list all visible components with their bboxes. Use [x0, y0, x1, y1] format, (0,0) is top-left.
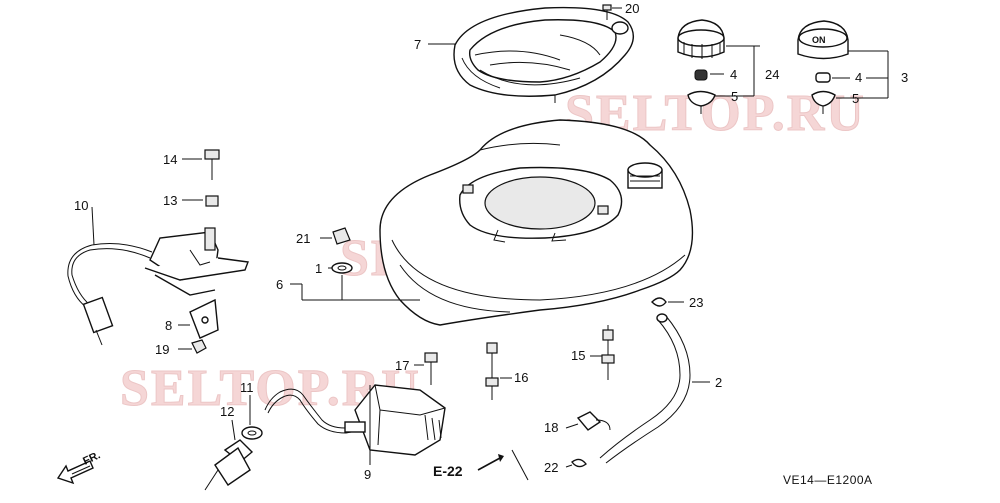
callout-6: 6 [276, 277, 283, 292]
callout-5: 5 [852, 91, 859, 106]
callout-19: 19 [155, 342, 169, 357]
callout-17: 17 [395, 358, 409, 373]
bolt-20 [602, 4, 612, 20]
clip-22 [571, 458, 587, 468]
callout-14: 14 [163, 152, 177, 167]
callout-4: 4 [730, 67, 737, 82]
bolt-17 [424, 352, 438, 385]
leader-lines [91, 7, 889, 468]
callout-7: 7 [414, 37, 421, 52]
edge-line [511, 449, 529, 481]
nut-19 [191, 339, 207, 354]
callout-2: 2 [715, 375, 722, 390]
callout-8: 8 [165, 318, 172, 333]
ignition-coil-lower [264, 384, 446, 456]
front-label: FR. [81, 449, 102, 467]
clamp-18 [576, 411, 611, 431]
fuel-cap-right: ON [797, 20, 849, 114]
clip-23 [651, 297, 667, 307]
svg-text:ON: ON [812, 35, 826, 45]
fuel-tank [379, 119, 694, 326]
callout-23: 23 [689, 295, 703, 310]
stud-16 [485, 342, 499, 400]
diagram-code: VE14—E1200A [783, 473, 873, 487]
callout-16: 16 [514, 370, 528, 385]
callout-13: 13 [163, 193, 177, 208]
front-direction-indicator: FR. [56, 449, 102, 485]
callout-10: 10 [74, 198, 88, 213]
callout-21: 21 [296, 231, 310, 246]
callout-20: 20 [625, 1, 639, 16]
grommet-21 [332, 227, 351, 245]
bolt-14 [204, 149, 220, 207]
spark-plug-cap-12 [204, 439, 254, 491]
callout-numbers: 7 20 4 24 5 4 3 5 14 13 10 21 1 6 8 19 1… [74, 1, 908, 482]
callout-5: 5 [731, 89, 738, 104]
callout-9: 9 [364, 467, 371, 482]
callout-18: 18 [544, 420, 558, 435]
callout-4: 4 [855, 70, 862, 85]
reference-label: E-22 [433, 463, 463, 479]
bracket-8 [189, 298, 219, 339]
stud-15 [601, 325, 615, 380]
callout-1: 1 [315, 261, 322, 276]
callout-12: 12 [220, 404, 234, 419]
callout-24: 24 [765, 67, 779, 82]
recoil-starter-cover [453, 6, 634, 103]
washer-11 [241, 426, 263, 440]
callout-15: 15 [571, 348, 585, 363]
callout-22: 22 [544, 460, 558, 475]
ignition-coil-left [67, 227, 249, 346]
fuel-cap-left [677, 19, 725, 114]
callout-3: 3 [901, 70, 908, 85]
fuel-tube-2 [599, 313, 691, 464]
reference-arrow: E-22 [433, 454, 504, 479]
collar-1 [331, 262, 353, 274]
callout-11: 11 [240, 380, 254, 395]
